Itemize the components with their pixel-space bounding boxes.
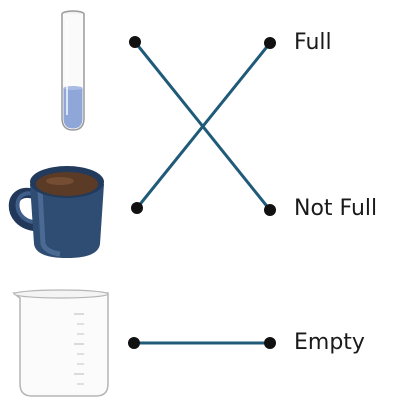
label-empty: Empty — [294, 330, 365, 355]
label-full: Full — [294, 30, 332, 55]
right-dot-full[interactable] — [264, 37, 276, 49]
left-dot-beaker[interactable] — [128, 337, 140, 349]
connector-mug-to-full — [135, 42, 272, 209]
left-dot-test-tube[interactable] — [129, 36, 141, 48]
coffee-mug-icon — [8, 166, 104, 258]
empty-beaker-icon — [12, 289, 109, 397]
label-not-full: Not Full — [294, 196, 378, 221]
test-tube-icon — [61, 10, 85, 131]
right-dot-not-full[interactable] — [264, 204, 276, 216]
right-dot-empty[interactable] — [264, 337, 276, 349]
left-dot-mug[interactable] — [131, 202, 143, 214]
